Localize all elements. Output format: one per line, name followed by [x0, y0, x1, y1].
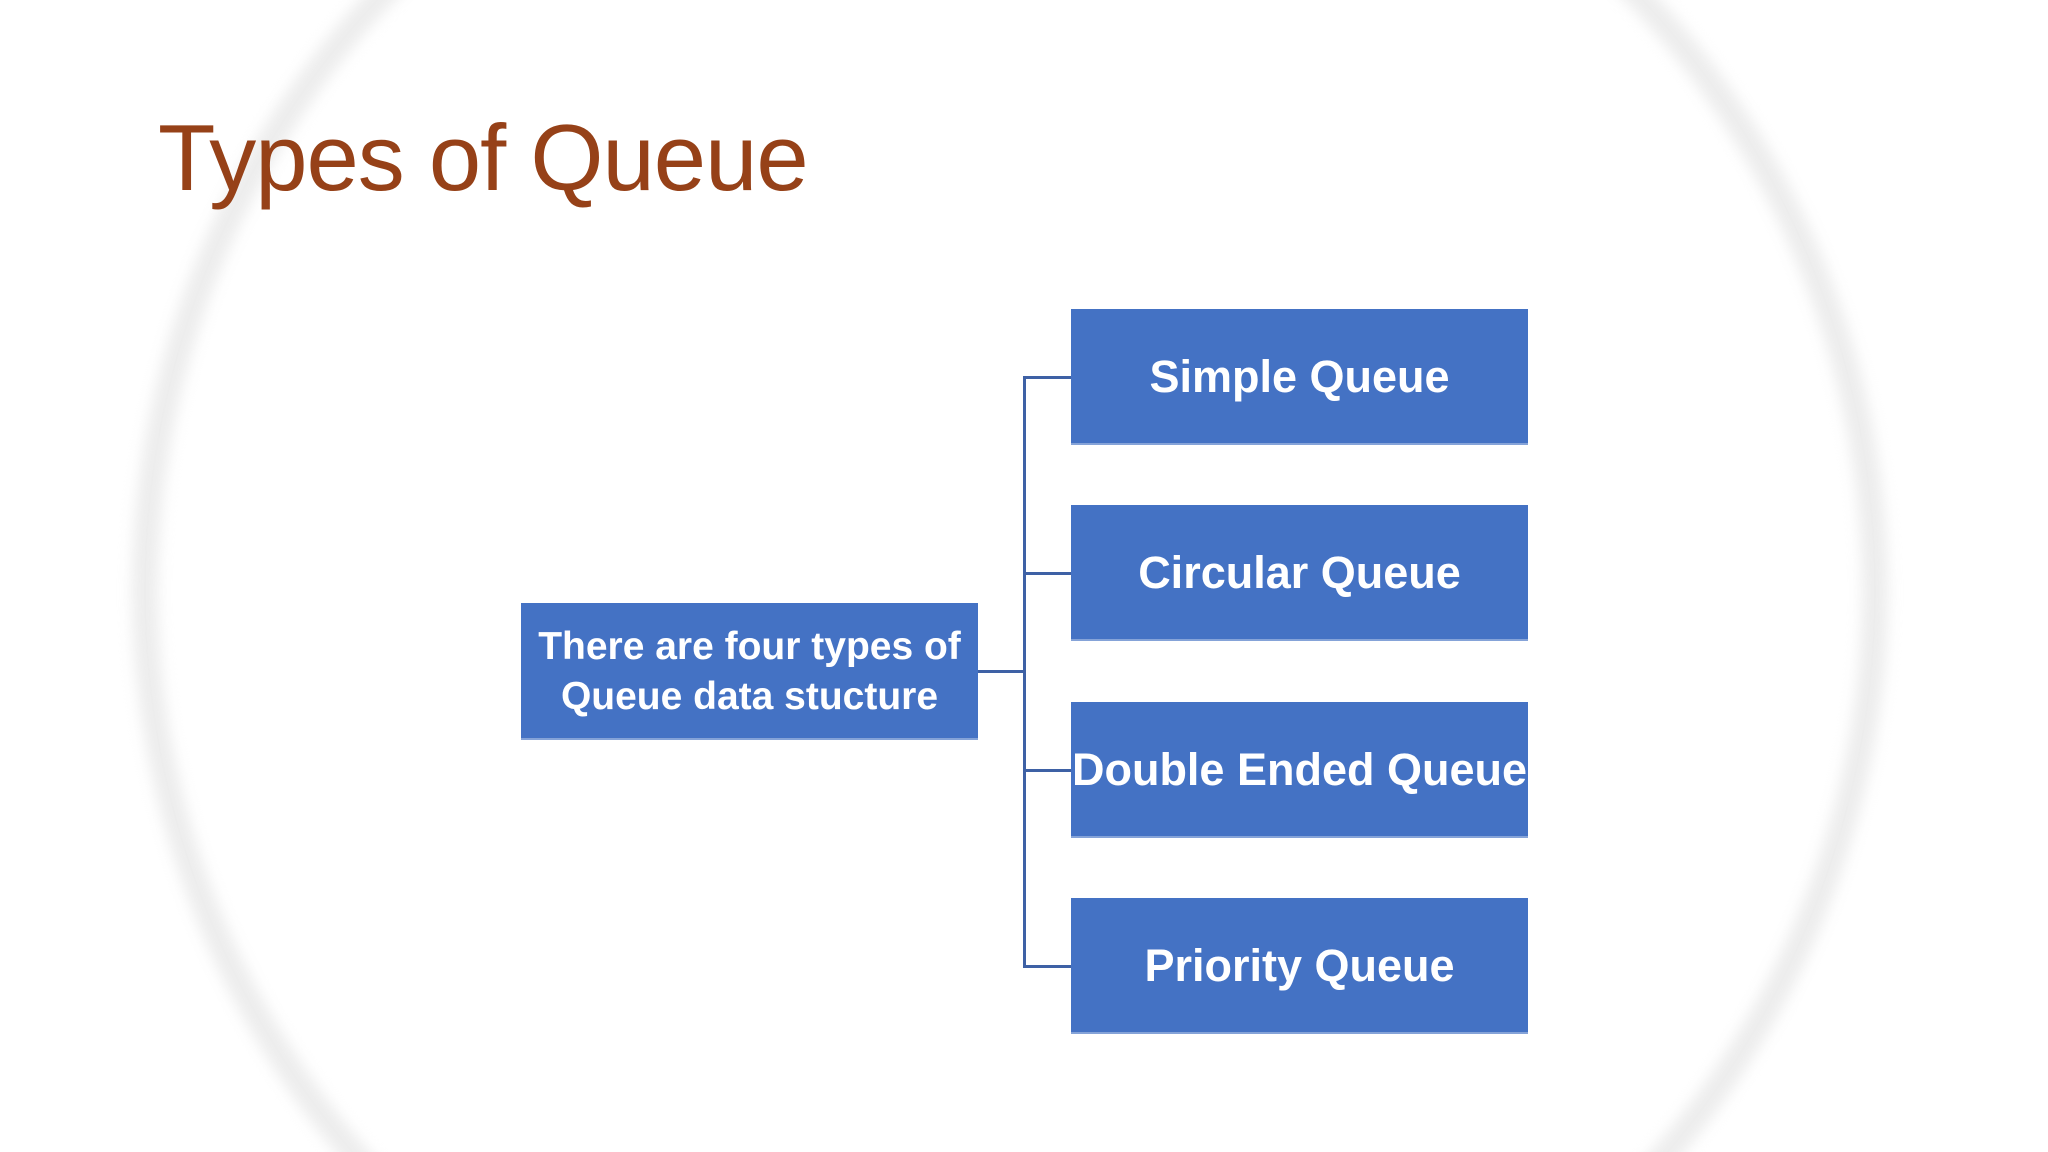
- page-title: Types of Queue: [158, 105, 809, 210]
- type-node-label: Double Ended Queue: [1071, 744, 1528, 795]
- type-node-label: Priority Queue: [1144, 940, 1455, 991]
- root-node-label: There are four types of Queue data stuct…: [538, 622, 961, 721]
- type-node-double-ended-queue[interactable]: Double Ended Queue: [1071, 702, 1528, 838]
- connector-root-stub: [978, 670, 1024, 673]
- root-node-label-line2: Queue data stucture: [560, 674, 939, 718]
- connector-trunk: [1023, 376, 1026, 968]
- connector-branch-priority: [1023, 965, 1071, 968]
- connector-branch-circular: [1023, 572, 1071, 575]
- connector-branch-simple: [1023, 376, 1071, 379]
- type-node-label: Circular Queue: [1138, 547, 1461, 598]
- root-node-queue-types[interactable]: There are four types of Queue data stuct…: [521, 603, 978, 740]
- type-node-circular-queue[interactable]: Circular Queue: [1071, 505, 1528, 641]
- type-node-simple-queue[interactable]: Simple Queue: [1071, 309, 1528, 445]
- type-node-label: Simple Queue: [1149, 351, 1450, 402]
- type-node-priority-queue[interactable]: Priority Queue: [1071, 898, 1528, 1034]
- connector-branch-deque: [1023, 769, 1071, 772]
- root-node-label-line1: There are four types of: [538, 624, 961, 668]
